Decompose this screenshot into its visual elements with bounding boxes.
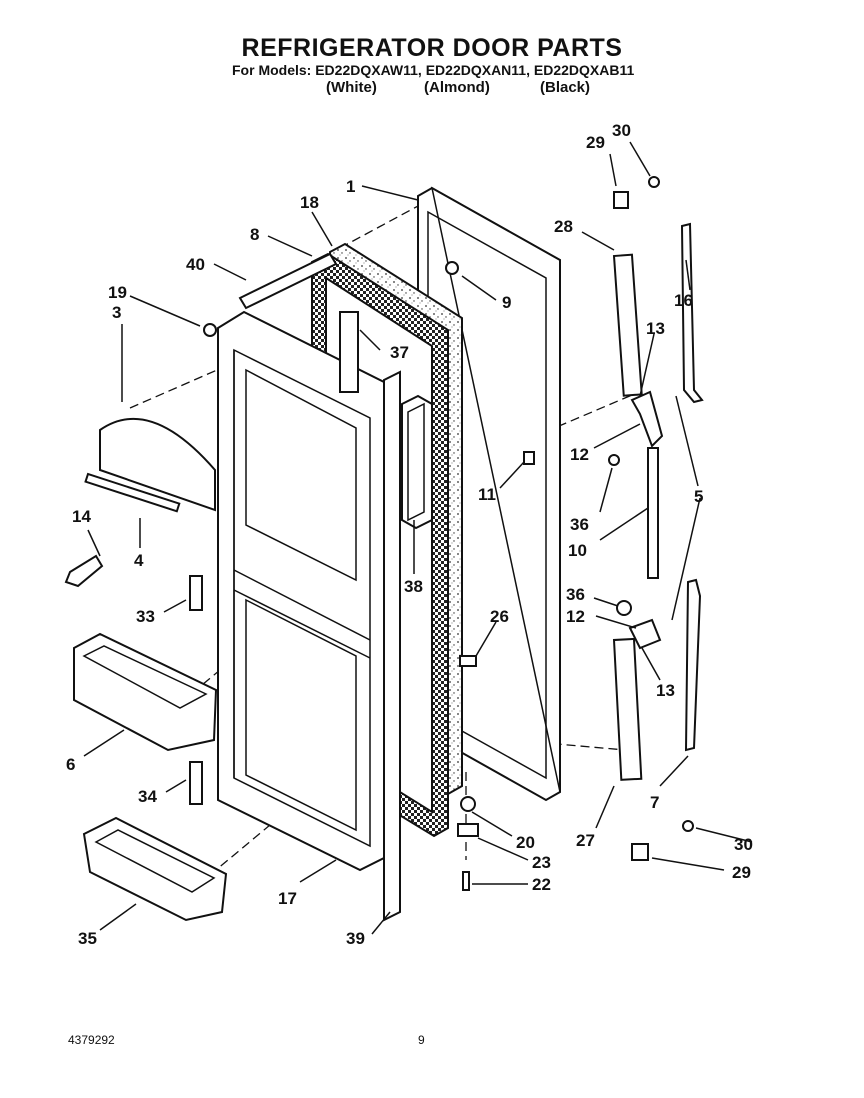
label-part-4: 4 (134, 551, 144, 570)
part-number-labels: 1 3 4 5 6 7 8 9 10 11 12 12 13 13 14 16 … (66, 121, 753, 948)
label-part-35: 35 (78, 929, 97, 948)
label-part-36-lower: 36 (566, 585, 585, 604)
label-part-5: 5 (694, 487, 703, 506)
label-part-7: 7 (650, 793, 659, 812)
label-part-12-lower: 12 (566, 607, 585, 626)
label-part-12-upper: 12 (570, 445, 589, 464)
shelf-supports (189, 575, 203, 805)
dispenser-channel (339, 311, 433, 530)
label-part-29-upper: 29 (586, 133, 605, 152)
door-shelf-6 (73, 632, 218, 752)
label-part-3: 3 (112, 303, 121, 322)
label-part-23: 23 (532, 853, 551, 872)
label-part-6: 6 (66, 755, 75, 774)
label-part-37: 37 (390, 343, 409, 362)
label-part-16: 16 (674, 291, 693, 310)
models-line: For Models: ED22DQXAW11, ED22DQXAN11, ED… (232, 62, 635, 78)
document-number: 4379292 (68, 1033, 115, 1047)
label-part-27: 27 (576, 831, 595, 850)
dispenser-bin (84, 417, 216, 513)
inner-door-liner (217, 310, 385, 872)
hinge-assembly (608, 176, 704, 861)
label-part-39: 39 (346, 929, 365, 948)
label-part-28: 28 (554, 217, 573, 236)
door-trim-strip (383, 370, 401, 922)
color-black: (Black) (540, 79, 591, 96)
label-part-30-upper: 30 (612, 121, 631, 140)
color-almond: (Almond) (424, 79, 490, 96)
label-part-19: 19 (108, 283, 127, 302)
label-part-38: 38 (404, 577, 423, 596)
label-part-33: 33 (136, 607, 155, 626)
label-part-22: 22 (532, 875, 551, 894)
bracket-14 (64, 554, 104, 588)
label-part-11: 11 (478, 485, 496, 504)
color-white: (White) (326, 79, 377, 96)
label-part-17: 17 (278, 889, 297, 908)
label-part-30-lower: 30 (734, 835, 753, 854)
door-shelf-35 (82, 816, 228, 922)
page-number: 9 (418, 1033, 425, 1047)
page-title: REFRIGERATOR DOOR PARTS (241, 34, 623, 62)
label-part-29-lower: 29 (732, 863, 751, 882)
label-part-20: 20 (516, 833, 535, 852)
label-part-34: 34 (138, 787, 157, 806)
fasteners (203, 261, 535, 891)
label-part-13-lower: 13 (656, 681, 675, 700)
label-part-1: 1 (346, 177, 355, 196)
leader-lines (83, 141, 753, 935)
top-trim (238, 252, 338, 310)
label-part-14: 14 (72, 507, 91, 526)
label-part-10: 10 (568, 541, 587, 560)
label-part-36-upper: 36 (570, 515, 589, 534)
label-part-40: 40 (186, 255, 205, 274)
label-part-18: 18 (300, 193, 319, 212)
label-part-26: 26 (490, 607, 509, 626)
label-part-13-upper: 13 (646, 319, 665, 338)
label-part-9: 9 (502, 293, 511, 312)
label-part-8: 8 (250, 225, 259, 244)
